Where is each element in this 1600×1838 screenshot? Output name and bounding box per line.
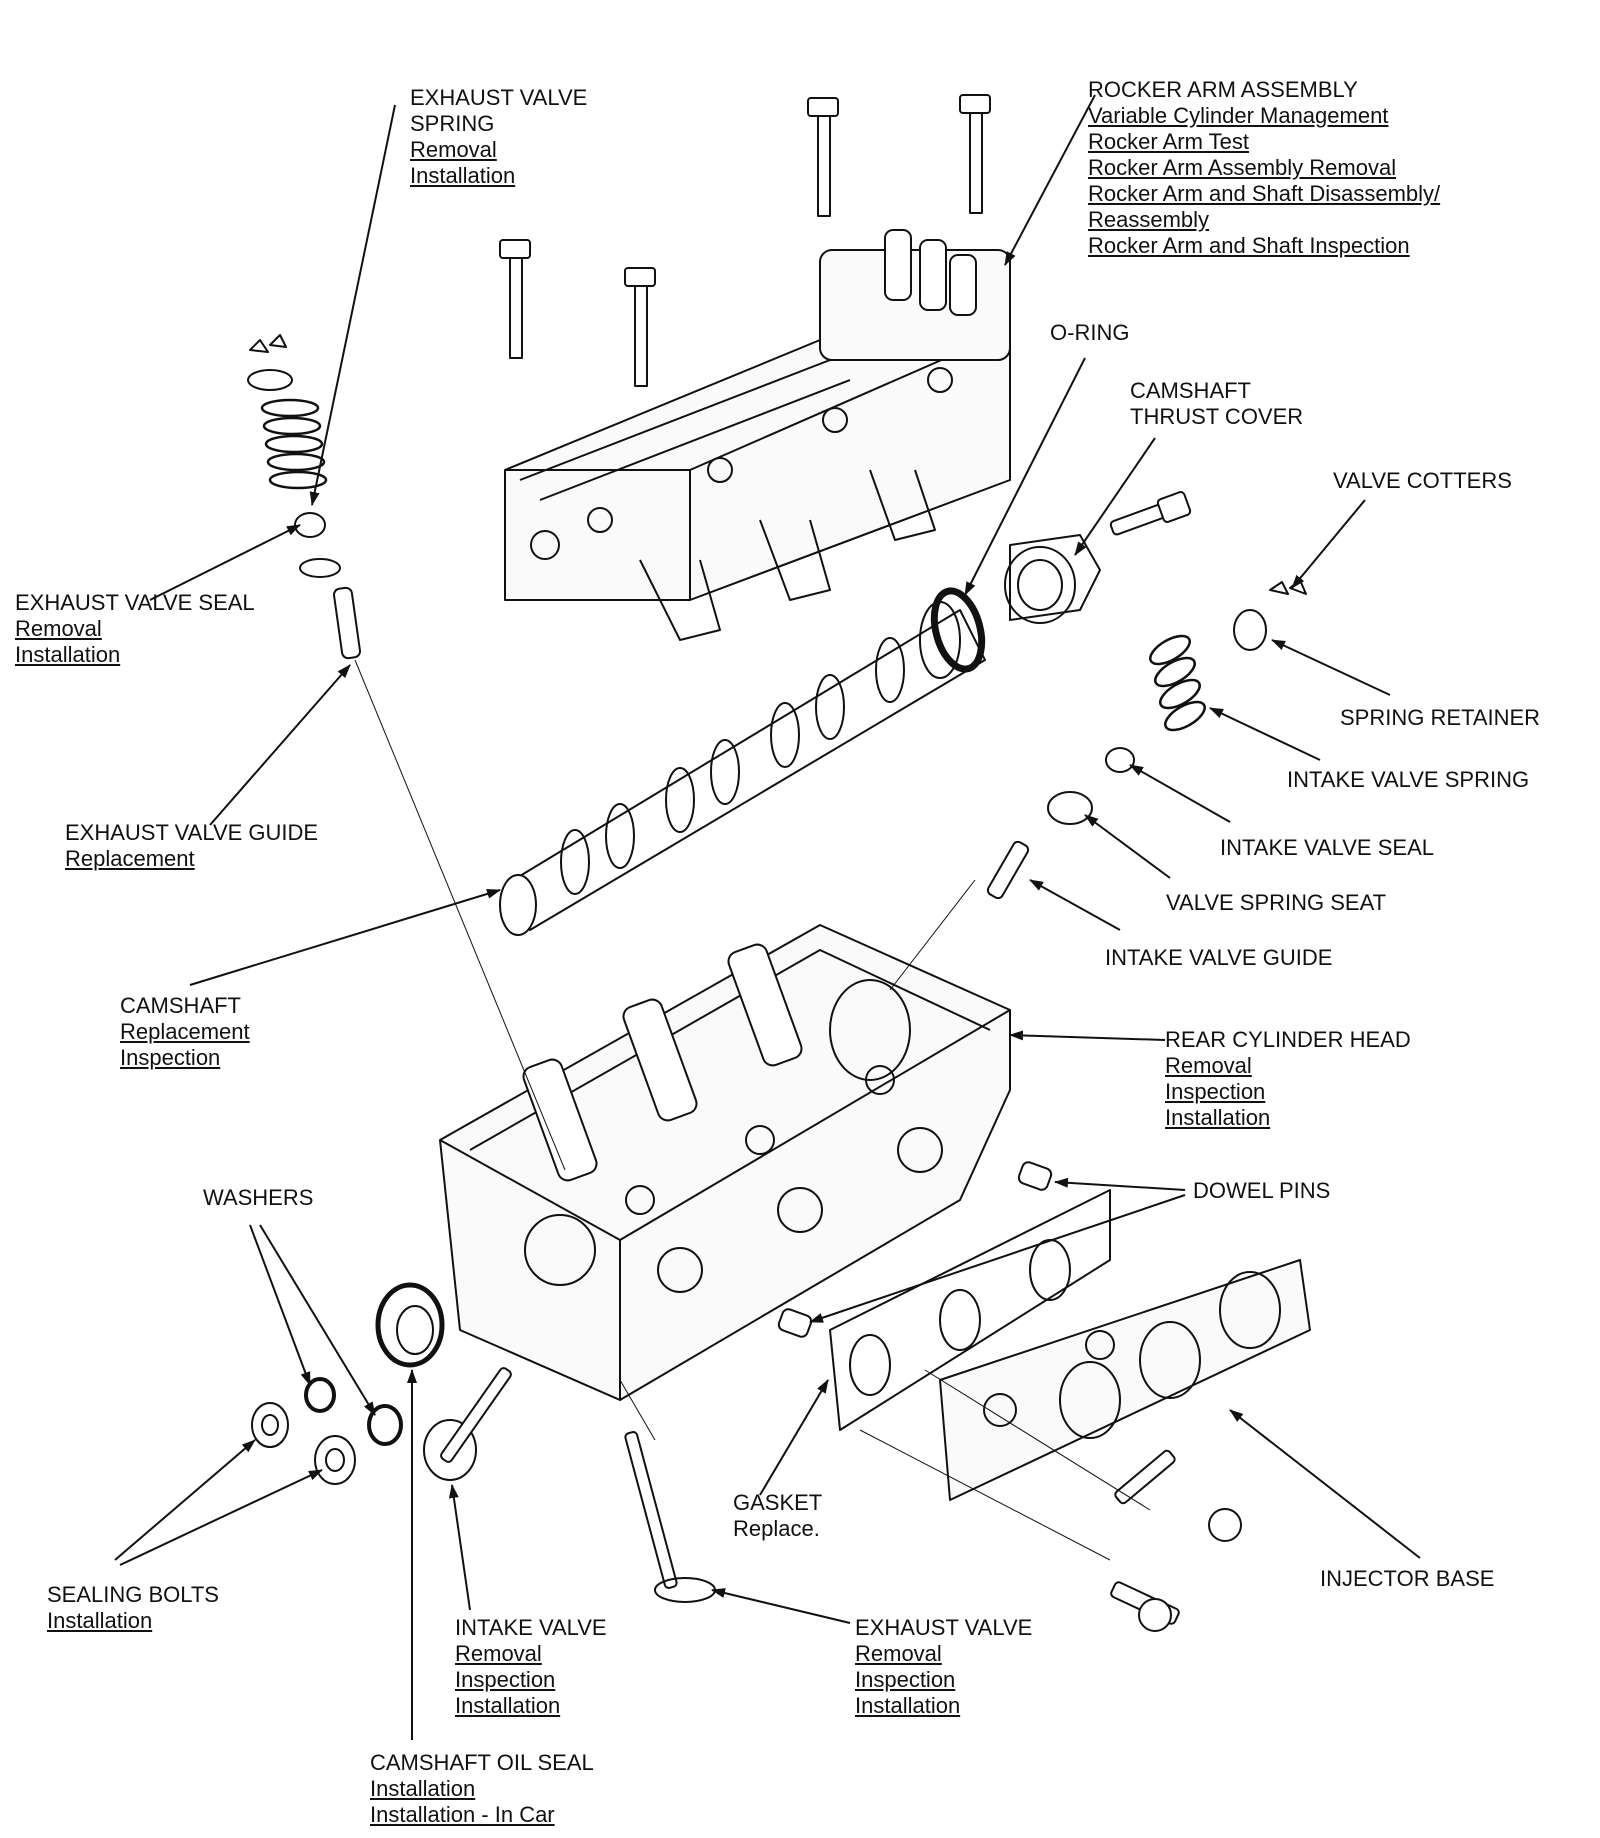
intake-valve-guide-title: INTAKE VALVE GUIDE	[1105, 945, 1333, 970]
callout-dowel-pins: DOWEL PINS	[1193, 1178, 1330, 1204]
washers-and-sealing-bolts	[251, 1377, 403, 1485]
callout-injector-base: INJECTOR BASE	[1320, 1566, 1494, 1592]
dowel-pin-upper	[1017, 1161, 1053, 1191]
camshaft-oil-seal-part	[375, 1282, 445, 1368]
rocker-arm-assembly-link[interactable]: Rocker Arm and Shaft Disassembly/	[1088, 181, 1441, 206]
exhaust-valve-seal-link[interactable]: Removal	[15, 616, 102, 641]
exhaust-valve-link[interactable]: Inspection	[855, 1667, 956, 1692]
callout-valve-cotters: VALVE COTTERS	[1333, 468, 1512, 494]
leader-lines	[114, 94, 1421, 1740]
rocker-arm-assembly-link[interactable]: Variable Cylinder Management	[1088, 103, 1389, 128]
injector-base-title: INJECTOR BASE	[1320, 1566, 1495, 1591]
callout-washers: WASHERS	[203, 1185, 313, 1211]
exhaust-valve-seal-title: EXHAUST VALVE SEAL	[15, 590, 255, 615]
rocker-arm-assembly-link[interactable]: Reassembly	[1088, 207, 1210, 232]
rear-cylinder-head-title: REAR CYLINDER HEAD	[1165, 1027, 1411, 1052]
valve-spring-seat-title: VALVE SPRING SEAT	[1166, 890, 1387, 915]
camshaft-link[interactable]: Replacement	[120, 1019, 250, 1044]
callout-valve-spring-seat: VALVE SPRING SEAT	[1166, 890, 1386, 916]
camshaft-thrust-cover-title: THRUST COVER	[1130, 404, 1304, 429]
camshaft-oil-seal-title: CAMSHAFT OIL SEAL	[370, 1750, 594, 1775]
exhaust-valve-spring-part	[247, 334, 362, 660]
rocker-arm-assembly-part	[504, 229, 1011, 641]
o-ring-part	[930, 587, 986, 673]
camshaft-oil-seal-link[interactable]: Installation	[370, 1776, 476, 1801]
camshaft-link[interactable]: Inspection	[120, 1045, 221, 1070]
exhaust-valve-spring-title: EXHAUST VALVE	[410, 85, 588, 110]
intake-valve-part	[423, 1367, 512, 1481]
callout-o-ring: O-RING	[1050, 320, 1129, 346]
exhaust-valve-spring-title: SPRING	[410, 111, 495, 136]
camshaft-thrust-cover-title: CAMSHAFT	[1130, 378, 1251, 403]
injector-base-part	[939, 1259, 1311, 1632]
camshaft-thrust-cover-part	[1004, 491, 1192, 624]
intake-valve-link[interactable]: Removal	[455, 1641, 542, 1666]
intake-valve-title: INTAKE VALVE	[455, 1615, 607, 1640]
callout-intake-valve-guide: INTAKE VALVE GUIDE	[1105, 945, 1332, 971]
camshaft-title: CAMSHAFT	[120, 993, 241, 1018]
rear-cylinder-head-link[interactable]: Installation	[1165, 1105, 1271, 1130]
intake-valve-parts	[986, 579, 1307, 900]
rear-cylinder-head-link[interactable]: Inspection	[1165, 1079, 1266, 1104]
exhaust-valve-spring-link[interactable]: Installation	[410, 163, 516, 188]
exhaust-valve-title: EXHAUST VALVE	[855, 1615, 1033, 1640]
washers-title: WASHERS	[203, 1185, 314, 1210]
rocker-arm-assembly-title: ROCKER ARM ASSEMBLY	[1088, 77, 1358, 102]
valve-cotters-title: VALVE COTTERS	[1333, 468, 1512, 493]
callout-intake-valve-spring: INTAKE VALVE SPRING	[1287, 767, 1529, 793]
rear-cylinder-head-part	[439, 924, 1011, 1401]
exhaust-valve-link[interactable]: Installation	[855, 1693, 961, 1718]
spring-retainer-title: SPRING RETAINER	[1340, 705, 1541, 730]
rocker-arm-assembly-link[interactable]: Rocker Arm Test	[1088, 129, 1249, 154]
intake-valve-link[interactable]: Installation	[455, 1693, 561, 1718]
sealing-bolts-title: SEALING BOLTS	[47, 1582, 219, 1607]
exhaust-valve-guide-title: EXHAUST VALVE GUIDE	[65, 820, 319, 845]
exhaust-valve-link[interactable]: Removal	[855, 1641, 942, 1666]
exhaust-valve-part	[624, 1431, 716, 1603]
intake-valve-spring-title: INTAKE VALVE SPRING	[1287, 767, 1530, 792]
intake-valve-seal-title: INTAKE VALVE SEAL	[1220, 835, 1434, 860]
gasket-title: Replace.	[733, 1516, 820, 1541]
dowel-pins-title: DOWEL PINS	[1193, 1178, 1331, 1203]
rocker-arm-assembly-link[interactable]: Rocker Arm and Shaft Inspection	[1088, 233, 1410, 258]
gasket-part	[829, 1189, 1111, 1431]
callout-spring-retainer: SPRING RETAINER	[1340, 705, 1540, 731]
exhaust-valve-spring-link[interactable]: Removal	[410, 137, 497, 162]
dowel-pin-lower	[777, 1308, 813, 1338]
camshaft-oil-seal-link[interactable]: Installation - In Car	[370, 1802, 555, 1827]
rocker-arm-assembly-link[interactable]: Rocker Arm Assembly Removal	[1088, 155, 1397, 180]
exhaust-valve-seal-link[interactable]: Installation	[15, 642, 121, 667]
callout-intake-valve-seal: INTAKE VALVE SEAL	[1220, 835, 1434, 861]
camshaft-part	[499, 601, 986, 936]
rocker-bolts	[499, 94, 991, 387]
sealing-bolts-link[interactable]: Installation	[47, 1608, 153, 1633]
rear-cylinder-head-link[interactable]: Removal	[1165, 1053, 1252, 1078]
o-ring-title: O-RING	[1050, 320, 1130, 345]
intake-valve-link[interactable]: Inspection	[455, 1667, 556, 1692]
exhaust-valve-guide-link[interactable]: Replacement	[65, 846, 195, 871]
gasket-title: GASKET	[733, 1490, 823, 1515]
